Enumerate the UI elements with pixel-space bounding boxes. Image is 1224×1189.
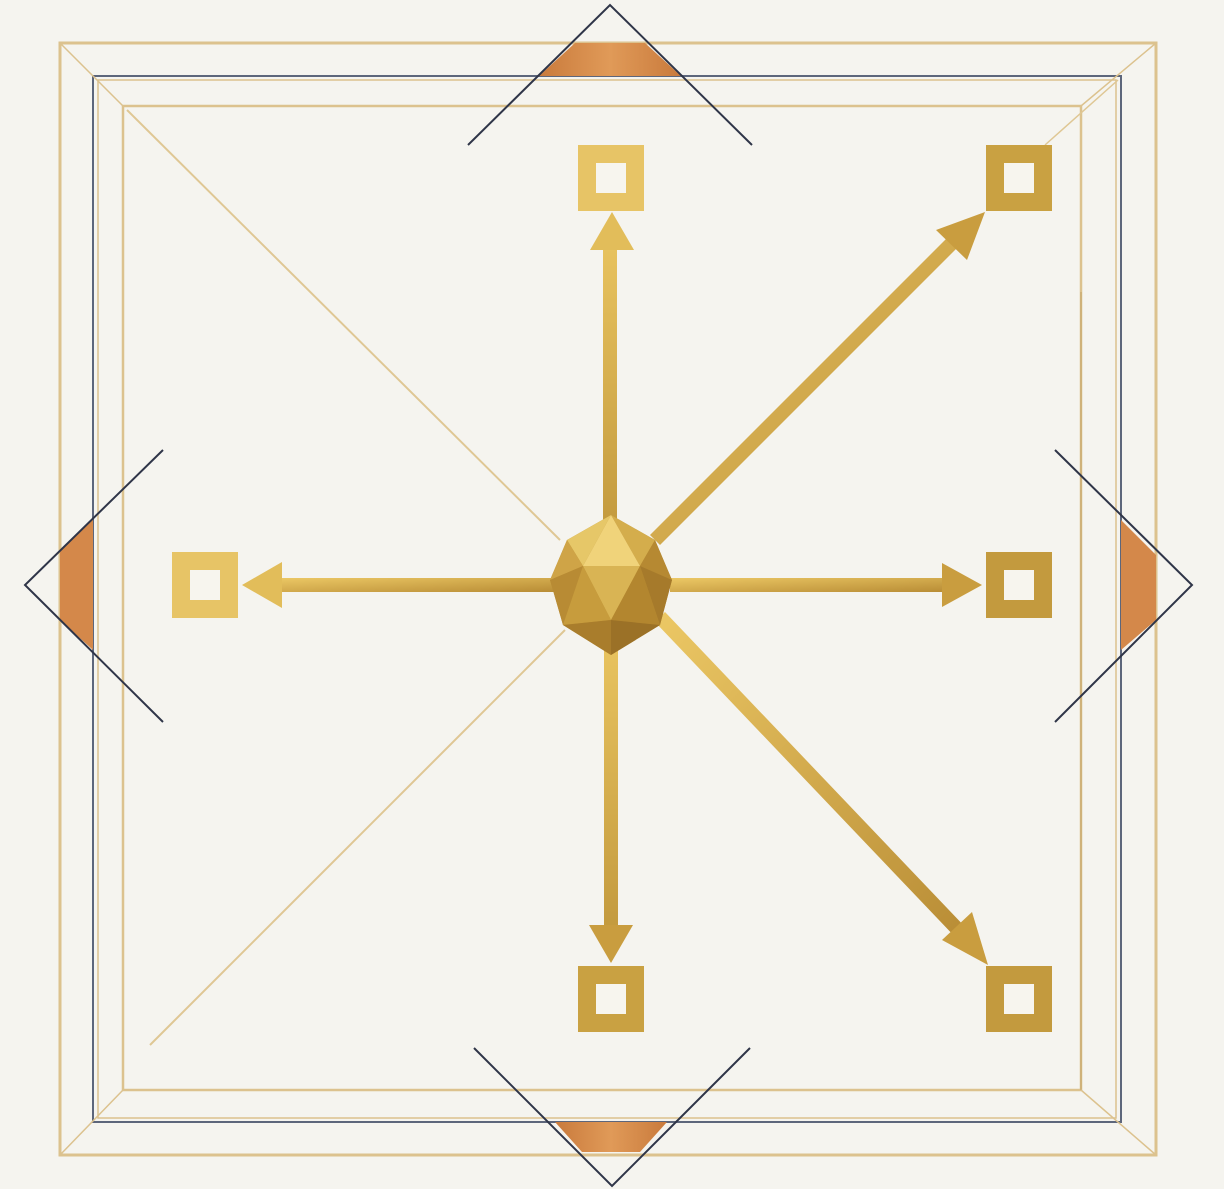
spoke-right — [670, 563, 982, 607]
target-square-hole — [190, 570, 220, 600]
target-down-right — [986, 966, 1052, 1032]
target-left — [172, 552, 238, 618]
target-down — [578, 966, 644, 1032]
spoke-down-arrowhead — [589, 925, 633, 963]
spoke-left-arrowhead — [242, 562, 282, 608]
target-square-hole — [1004, 163, 1034, 193]
bevel-top-right — [1081, 43, 1156, 106]
hub-facet-bottom-2 — [611, 620, 660, 655]
bevel-top-left — [60, 43, 123, 106]
target-square-hole — [596, 984, 626, 1014]
spoke-left-shaft — [275, 578, 555, 592]
target-right — [986, 552, 1052, 618]
spoke-up-right — [650, 212, 985, 545]
copper-band-top — [539, 43, 681, 76]
target-square-hole — [1004, 570, 1034, 600]
target-square-hole — [1004, 984, 1034, 1014]
edge-marker-right — [1055, 450, 1192, 722]
spoke-down-shaft — [604, 645, 618, 930]
spoke-down-right-shaft — [655, 612, 968, 940]
diagonal-guide-bottom-left — [150, 630, 565, 1045]
spoke-down — [589, 645, 633, 963]
target-square-hole — [596, 163, 626, 193]
target-up-right — [986, 145, 1052, 211]
spoke-up-arrowhead — [590, 212, 634, 250]
edge-marker-bottom — [474, 1048, 750, 1186]
copper-band-left — [60, 518, 93, 650]
spoke-right-arrowhead — [942, 563, 982, 607]
copper-band-right — [1121, 520, 1156, 650]
spoke-down-right — [655, 612, 988, 965]
target-up — [578, 145, 644, 211]
spoke-up — [590, 212, 634, 530]
hub-facet-bottom — [563, 620, 611, 655]
diagonal-guide-top-left — [127, 110, 560, 540]
spoke-right-shaft — [670, 578, 950, 592]
spoke-up-right-shaft — [650, 235, 960, 545]
chevron-bottom — [474, 1048, 750, 1186]
spoke-up-shaft — [603, 240, 617, 530]
spoke-left — [242, 562, 555, 608]
